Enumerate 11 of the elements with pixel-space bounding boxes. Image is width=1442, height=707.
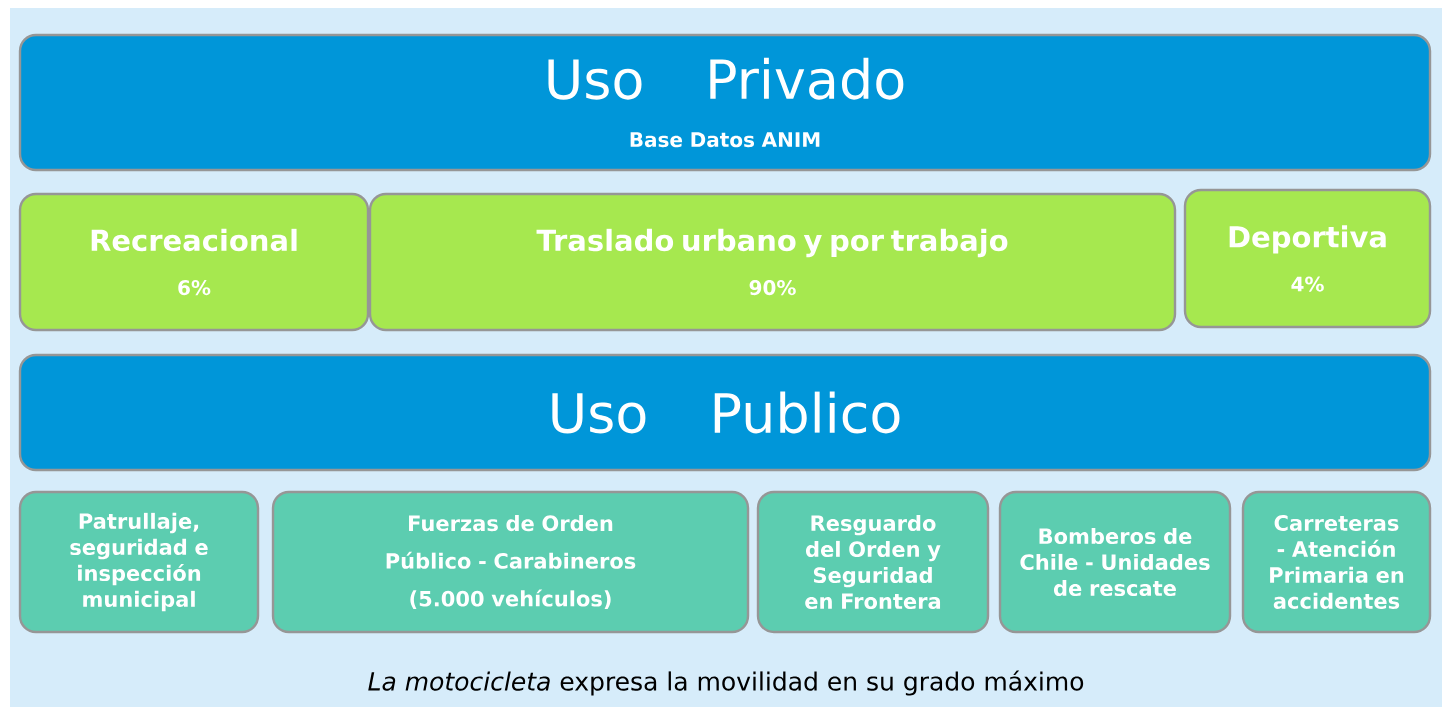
service-box: Patrullaje, seguridad e inspección municipal bbox=[18, 490, 260, 634]
service-box: Bomberos de Chile - Unidades de rescate bbox=[998, 490, 1232, 634]
header-band: Uso Privado Base Datos ANIM bbox=[18, 33, 1432, 172]
header-band: Uso Publico bbox=[18, 353, 1432, 472]
caption-text: La motocicleta expresa la movilidad en su grado máximo bbox=[368, 670, 1084, 696]
service-box: Carreteras - Atención Primaria en accidentes bbox=[1241, 490, 1432, 634]
service-box: Resguardo del Orden y Seguridad en Frontera bbox=[756, 490, 990, 634]
service-box: Fuerzas de Orden Público - Carabineros (5.000 vehículos) bbox=[271, 490, 750, 634]
category-box: Deportiva 4% bbox=[1183, 188, 1432, 329]
category-box: Traslado urbano y por trabajo 90% bbox=[368, 192, 1177, 332]
category-box: Recreacional 6% bbox=[18, 192, 370, 332]
